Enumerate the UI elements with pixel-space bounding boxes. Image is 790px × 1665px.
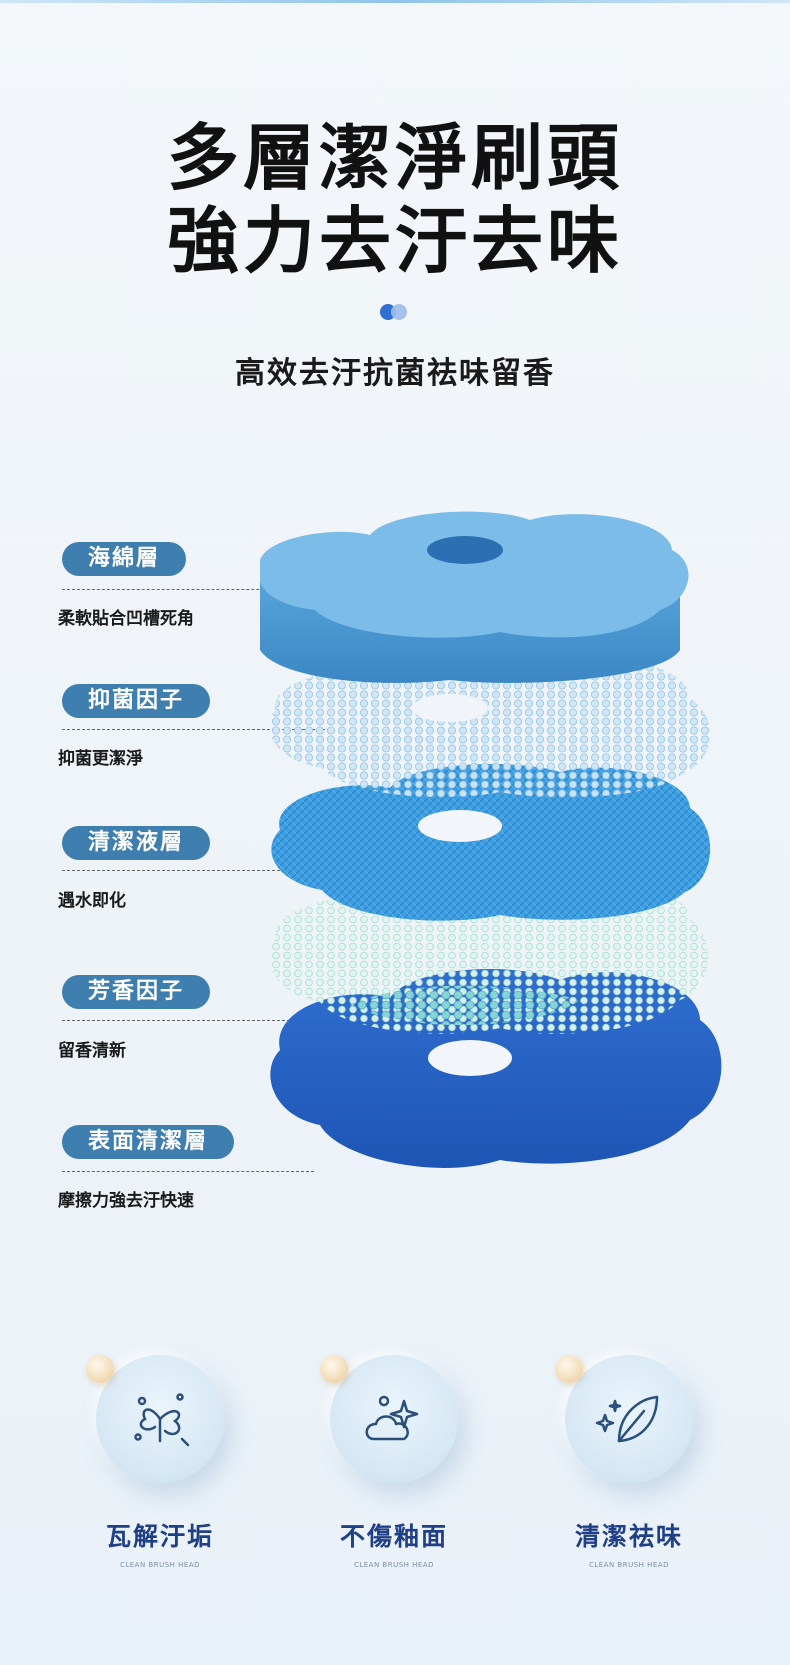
layer-label-antibacterial: 抑菌因子 — [62, 684, 211, 718]
layer-label-sponge: 海綿層 — [62, 542, 187, 576]
decorative-dots — [380, 304, 410, 320]
layer-label-surface: 表面清潔層 — [62, 1125, 235, 1159]
layer-leader-line — [62, 1171, 314, 1172]
dot-light — [391, 304, 407, 320]
feature-title: 不傷釉面 — [339, 1522, 448, 1551]
leaf-sparkle-icon — [595, 1395, 659, 1443]
antibacterial-factor-layer — [269, 653, 711, 798]
layer-leader-line — [62, 870, 300, 871]
page-subtitle: 高效去汙抗菌祛味留香 — [235, 356, 555, 391]
cleaning-liquid-layer — [271, 764, 711, 921]
decor-bubble — [555, 1355, 583, 1383]
brush-head-layer-diagram — [260, 511, 722, 1168]
layer-desc-sponge: 柔軟貼合凹槽死角 — [58, 609, 194, 629]
layer-desc-cleaning-liquid: 遇水即化 — [58, 891, 126, 911]
layer-leader-line — [62, 729, 330, 730]
top-accent-line — [0, 0, 790, 3]
sponge-layer — [260, 511, 689, 683]
feature-circle — [565, 1355, 693, 1483]
page-title-line1: 多層潔淨刷頭 — [166, 116, 623, 200]
feature-title: 瓦解汙垢 — [105, 1522, 214, 1551]
layer-desc-antibacterial: 抑菌更潔淨 — [58, 749, 143, 769]
layer-desc-fragrance: 留香清新 — [58, 1041, 126, 1061]
layer-desc-surface: 摩擦力強去汙快速 — [58, 1191, 194, 1211]
decor-bubble — [320, 1355, 348, 1383]
layer-label-fragrance: 芳香因子 — [62, 975, 211, 1009]
splash-icon — [134, 1393, 190, 1447]
feature-subtitle: CLEAN BRUSH HEAD — [119, 1561, 201, 1569]
layer-label-cleaning-liquid: 清潔液層 — [62, 826, 211, 860]
layer-leader-line — [62, 589, 344, 590]
decor-bubble — [86, 1355, 114, 1383]
feature-subtitle: CLEAN BRUSH HEAD — [353, 1561, 435, 1569]
feature-title: 清潔祛味 — [574, 1522, 683, 1551]
feature-subtitle: CLEAN BRUSH HEAD — [588, 1561, 670, 1569]
sparkle-bubble-icon — [365, 1395, 419, 1441]
layer-leader-line — [62, 1020, 330, 1021]
page-title-line2: 強力去汙去味 — [166, 199, 623, 283]
